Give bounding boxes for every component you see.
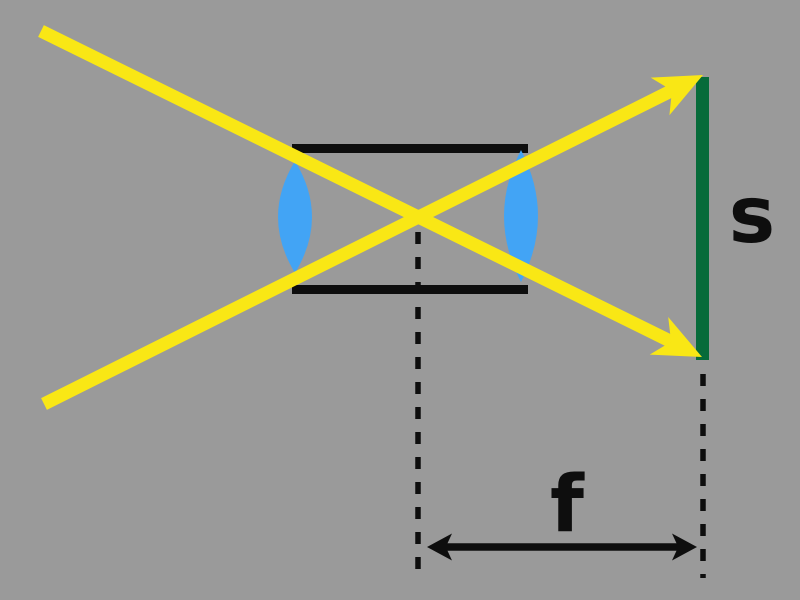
light-ray-upper-shaft <box>38 25 677 349</box>
sensor-size-label: s <box>729 171 775 261</box>
sensor-plane-line <box>696 77 709 360</box>
lens-barrel-bottom <box>292 285 528 294</box>
light-ray-upper-arrowhead-icon <box>649 317 702 357</box>
lens-element-right <box>504 150 538 282</box>
focal-length-label: f <box>550 460 585 550</box>
lens-element-left <box>278 161 312 273</box>
light-ray-lower-arrowhead-icon <box>650 75 703 116</box>
focal-length-arrowhead-right-icon <box>672 533 697 561</box>
light-ray-lower-shaft <box>41 83 678 410</box>
focal-length-arrowhead-left-icon <box>427 533 452 561</box>
lens-barrel-top <box>292 144 528 153</box>
